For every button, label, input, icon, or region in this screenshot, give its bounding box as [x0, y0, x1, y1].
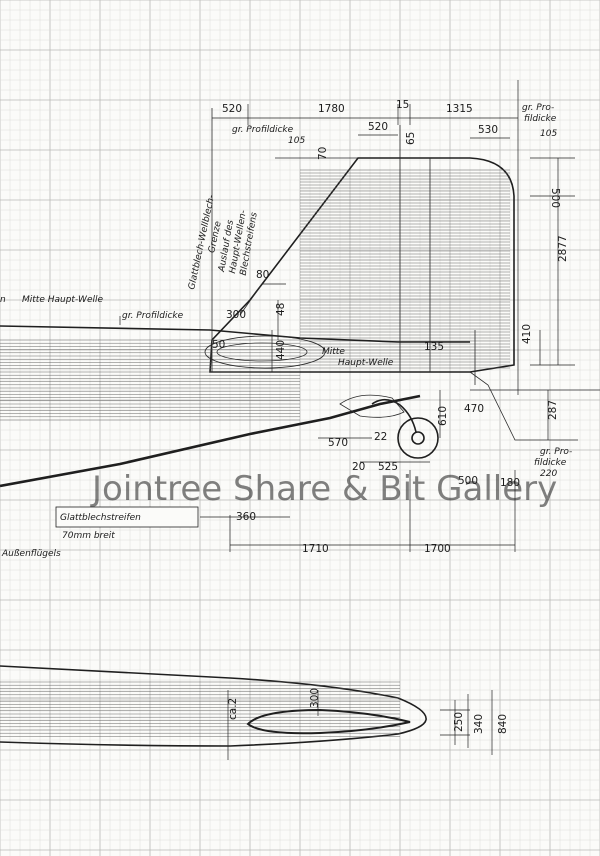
- label-mitte: Mitte: [322, 347, 345, 357]
- dim-440: 440: [275, 340, 287, 360]
- dim-1700: 1700: [424, 543, 451, 555]
- dim-525: 525: [378, 461, 398, 473]
- dim-2877: 2877: [557, 235, 569, 262]
- wing-outline-lower: [0, 394, 421, 488]
- label-gr-profildicke-right: gr. Pro- fildicke: [522, 103, 557, 124]
- label-gr-profildicke-left: gr. Profildicke: [122, 311, 184, 321]
- dim-300: 300: [226, 309, 246, 321]
- dim-65: 65: [405, 132, 417, 145]
- wing-hatching: [0, 339, 300, 421]
- dim-48: 48: [275, 303, 287, 316]
- fin-outline-group: [0, 108, 600, 488]
- center-section-ellipse-inner: [216, 342, 308, 362]
- dimension-lines: [119, 80, 575, 552]
- label-fildicke-br: fildicke: [534, 458, 567, 468]
- dim-410: 410: [521, 324, 533, 344]
- label-gr-profildicke-right-value: 105: [540, 129, 557, 139]
- dim-520-left: 520: [222, 103, 242, 115]
- tail-wheel-fairing: [339, 394, 405, 418]
- dim-287: 287: [547, 400, 559, 420]
- dim-520-mid: 520: [368, 121, 388, 133]
- dim-570: 570: [328, 437, 348, 449]
- dim-500-right: 500: [549, 188, 561, 208]
- label-haupt-welle: Haupt-Welle: [338, 358, 394, 368]
- lower-wing-outline-top: [0, 665, 427, 721]
- tail-wheel-hub: [411, 431, 425, 445]
- dim-50: 50: [212, 339, 225, 351]
- fin-leading-ext: [239, 283, 263, 316]
- label-glattblechstreifen-box: [55, 506, 199, 528]
- center-section-ellipse: [204, 335, 326, 369]
- label-gr-pro: gr. Pro-: [522, 103, 554, 113]
- dim-180: 180: [500, 477, 520, 489]
- dim-360: 360: [236, 511, 256, 523]
- watermark: Jointree Share & Bit Gallery: [90, 469, 557, 509]
- label-fildicke: fildicke: [524, 114, 557, 124]
- dim-500-bottom: 500: [458, 475, 478, 487]
- dim-530: 530: [478, 124, 498, 136]
- dim-20: 20: [352, 461, 365, 473]
- label-gr-profildicke-top-value: 105: [288, 136, 305, 146]
- dimension-texts: 520 1780 15 1315 520 530 65 70 500 2877 …: [212, 99, 569, 734]
- dim-840: 840: [497, 714, 509, 734]
- rudder-lower: [469, 371, 578, 441]
- dim-1710: 1710: [302, 543, 329, 555]
- label-mitte-haupt-welle-left: Mitte Haupt-Welle: [22, 295, 103, 305]
- label-70mm-breit: 70mm breit: [62, 531, 115, 541]
- dim-135: 135: [424, 341, 444, 353]
- label-gr-profildicke-br-value: 220: [540, 469, 557, 479]
- tail-wheel: [397, 417, 439, 459]
- label-aussenfluegels: Außenflügels: [1, 549, 61, 559]
- dim-15: 15: [396, 99, 409, 111]
- label-mitte-haupt-welle-center: Mitte Haupt-Welle: [322, 347, 394, 368]
- dim-ca2: ca.2: [227, 698, 239, 720]
- dim-470: 470: [464, 403, 484, 415]
- dim-22: 22: [374, 431, 387, 443]
- label-gr-pro-br: gr. Pro-: [540, 447, 572, 457]
- label-n-prefix: n: [0, 295, 6, 305]
- dim-1315: 1315: [446, 103, 473, 115]
- airfoil-section-group: [0, 665, 493, 760]
- airfoil-profile: [246, 708, 411, 735]
- dim-250: 250: [453, 712, 465, 732]
- dim-610: 610: [437, 406, 449, 426]
- dim-80: 80: [256, 269, 269, 281]
- label-gr-profildicke-br: gr. Pro- fildicke: [534, 447, 575, 468]
- label-glattblechstreifen: Glattblechstreifen: [60, 513, 141, 523]
- label-gr-profildicke-top: gr. Profildicke: [232, 125, 294, 135]
- lower-wing-outline-bottom: [0, 719, 427, 747]
- dim-340: 340: [473, 714, 485, 734]
- tail-wheel-strut: [371, 398, 417, 433]
- dim-300-section: 300: [309, 688, 321, 708]
- wing-outline-upper: [0, 325, 470, 343]
- dim-70: 70: [317, 147, 329, 160]
- dim-1780: 1780: [318, 103, 345, 115]
- label-auslauf: Auslauf des Haupt-Wellen- Blechstreifens: [217, 205, 260, 278]
